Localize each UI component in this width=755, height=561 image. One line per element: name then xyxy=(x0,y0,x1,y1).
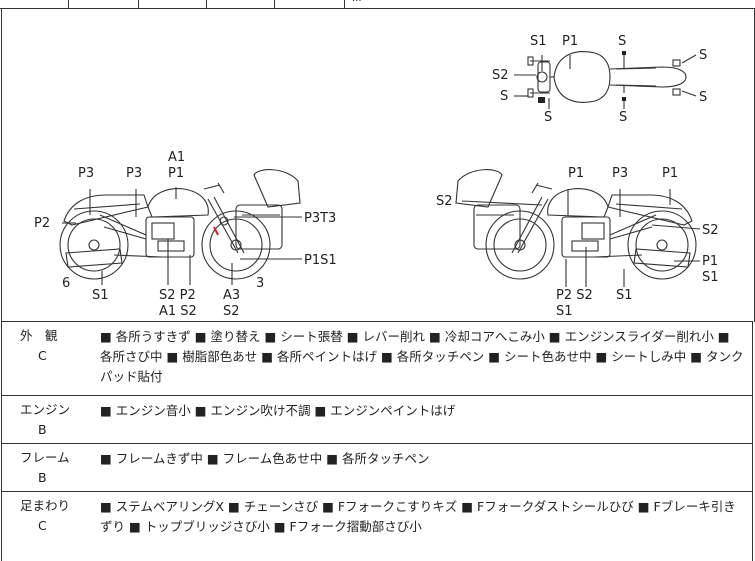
section-header: エンジン B xyxy=(2,396,86,440)
label-left-p1s1: P1S1 xyxy=(304,253,337,268)
top-view-motorcycle xyxy=(527,51,687,103)
section-notes: ■ フレームきず中 ■ フレーム色あせ中 ■ 各所タッチペン xyxy=(100,451,430,466)
label-top-p1: P1 xyxy=(562,34,578,49)
label-right-s1-b: S1 xyxy=(616,288,633,303)
section-frame: フレーム B ■ フレームきず中 ■ フレーム色あせ中 ■ 各所タッチペン xyxy=(1,444,753,492)
table-divider xyxy=(344,0,345,8)
section-name: 足まわり xyxy=(20,498,71,513)
label-left-p1: P1 xyxy=(168,166,184,181)
section-engine: エンジン B ■ エンジン音小 ■ エンジン吹け不調 ■ エンジンペイントはげ xyxy=(1,396,753,444)
label-right-p1-c: P1 xyxy=(702,254,718,269)
label-left-s1: S1 xyxy=(92,288,109,303)
table-divider xyxy=(206,0,207,8)
section-name: エンジン xyxy=(20,402,71,417)
label-left-s2p2: S2 P2 xyxy=(159,288,196,303)
label-top-s-b: S xyxy=(699,48,707,63)
label-top-s-d: S xyxy=(544,110,552,125)
section-grade: C xyxy=(38,348,47,363)
label-left-a3: A3 xyxy=(223,288,240,303)
label-top-s-e: S xyxy=(619,110,627,125)
label-left-p3-b: P3 xyxy=(126,166,142,181)
section-exterior: 外 観 C ■ 各所うすきず ■ 塗り替え ■ シート張替 ■ レバー削れ ■ … xyxy=(1,321,753,396)
label-left-a1s2: A1 S2 xyxy=(159,304,197,319)
label-left-p3t3: P3T3 xyxy=(304,211,336,226)
table-divider xyxy=(68,0,69,8)
top-table-row: ... xyxy=(0,0,755,9)
section-grade: C xyxy=(38,518,47,533)
top-row-fragment: ... xyxy=(352,0,362,4)
label-left-6: 6 xyxy=(62,276,70,291)
label-left-p3-a: P3 xyxy=(78,166,94,181)
motorcycle-diagram-svg: S1 P1 S S2 S S S S S A1 P1 P3 P3 P2 P3T3… xyxy=(34,34,719,319)
damage-diagram: S1 P1 S S2 S S S S S A1 P1 P3 P3 P2 P3T3… xyxy=(1,9,755,322)
section-notes: ■ エンジン音小 ■ エンジン吹け不調 ■ エンジンペイントはげ xyxy=(100,403,456,418)
label-right-s1-c: S1 xyxy=(556,304,573,319)
section-header: 足まわり C xyxy=(2,492,86,536)
section-header: フレーム B xyxy=(2,444,86,488)
label-top-s-a: S xyxy=(618,34,626,49)
section-suspension: 足まわり C ■ ステムベアリングX ■ チェーンさび ■ Fフォークこすりキズ… xyxy=(1,492,753,561)
label-right-s1-a: S1 xyxy=(702,270,719,285)
left-side-motorcycle xyxy=(59,169,301,280)
label-right-s2-a: S2 xyxy=(436,194,453,209)
section-name: フレーム xyxy=(20,450,70,465)
section-notes: ■ 各所うすきず ■ 塗り替え ■ シート張替 ■ レバー削れ ■ 冷却コアへこ… xyxy=(100,329,744,384)
right-side-motorcycle xyxy=(455,169,697,280)
label-right-p1-b: P1 xyxy=(662,166,678,181)
label-right-p3: P3 xyxy=(612,166,628,181)
label-top-s-c: S xyxy=(500,89,508,104)
section-grade: B xyxy=(38,470,47,485)
section-notes: ■ ステムベアリングX ■ チェーンさび ■ Fフォークこすりキズ ■ Fフォー… xyxy=(100,499,736,534)
label-top-s2: S2 xyxy=(492,68,509,83)
label-left-a1: A1 xyxy=(168,150,185,165)
label-left-s2: S2 xyxy=(223,304,240,319)
label-right-s2-b: S2 xyxy=(702,223,719,238)
label-top-s1: S1 xyxy=(530,34,547,49)
label-left-p2: P2 xyxy=(34,216,50,231)
section-name: 外 観 xyxy=(20,328,58,343)
table-divider xyxy=(138,0,139,8)
table-divider xyxy=(274,0,275,8)
label-left-3: 3 xyxy=(256,276,264,291)
section-header: 外 観 C xyxy=(2,322,86,366)
label-right-p2s2: P2 S2 xyxy=(556,288,593,303)
label-top-s-f: S xyxy=(699,90,707,105)
label-right-p1-a: P1 xyxy=(568,166,584,181)
section-grade: B xyxy=(38,422,47,437)
